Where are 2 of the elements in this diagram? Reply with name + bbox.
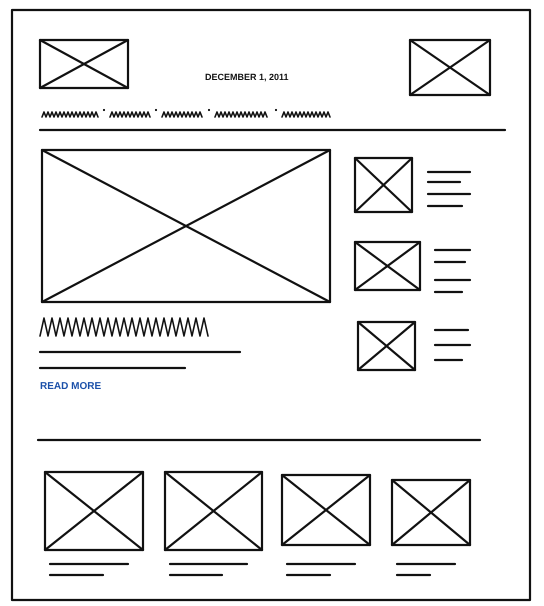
date-text: DECEMBER 1, 2011 (205, 72, 289, 82)
read-more-link: READ MORE (40, 381, 102, 392)
